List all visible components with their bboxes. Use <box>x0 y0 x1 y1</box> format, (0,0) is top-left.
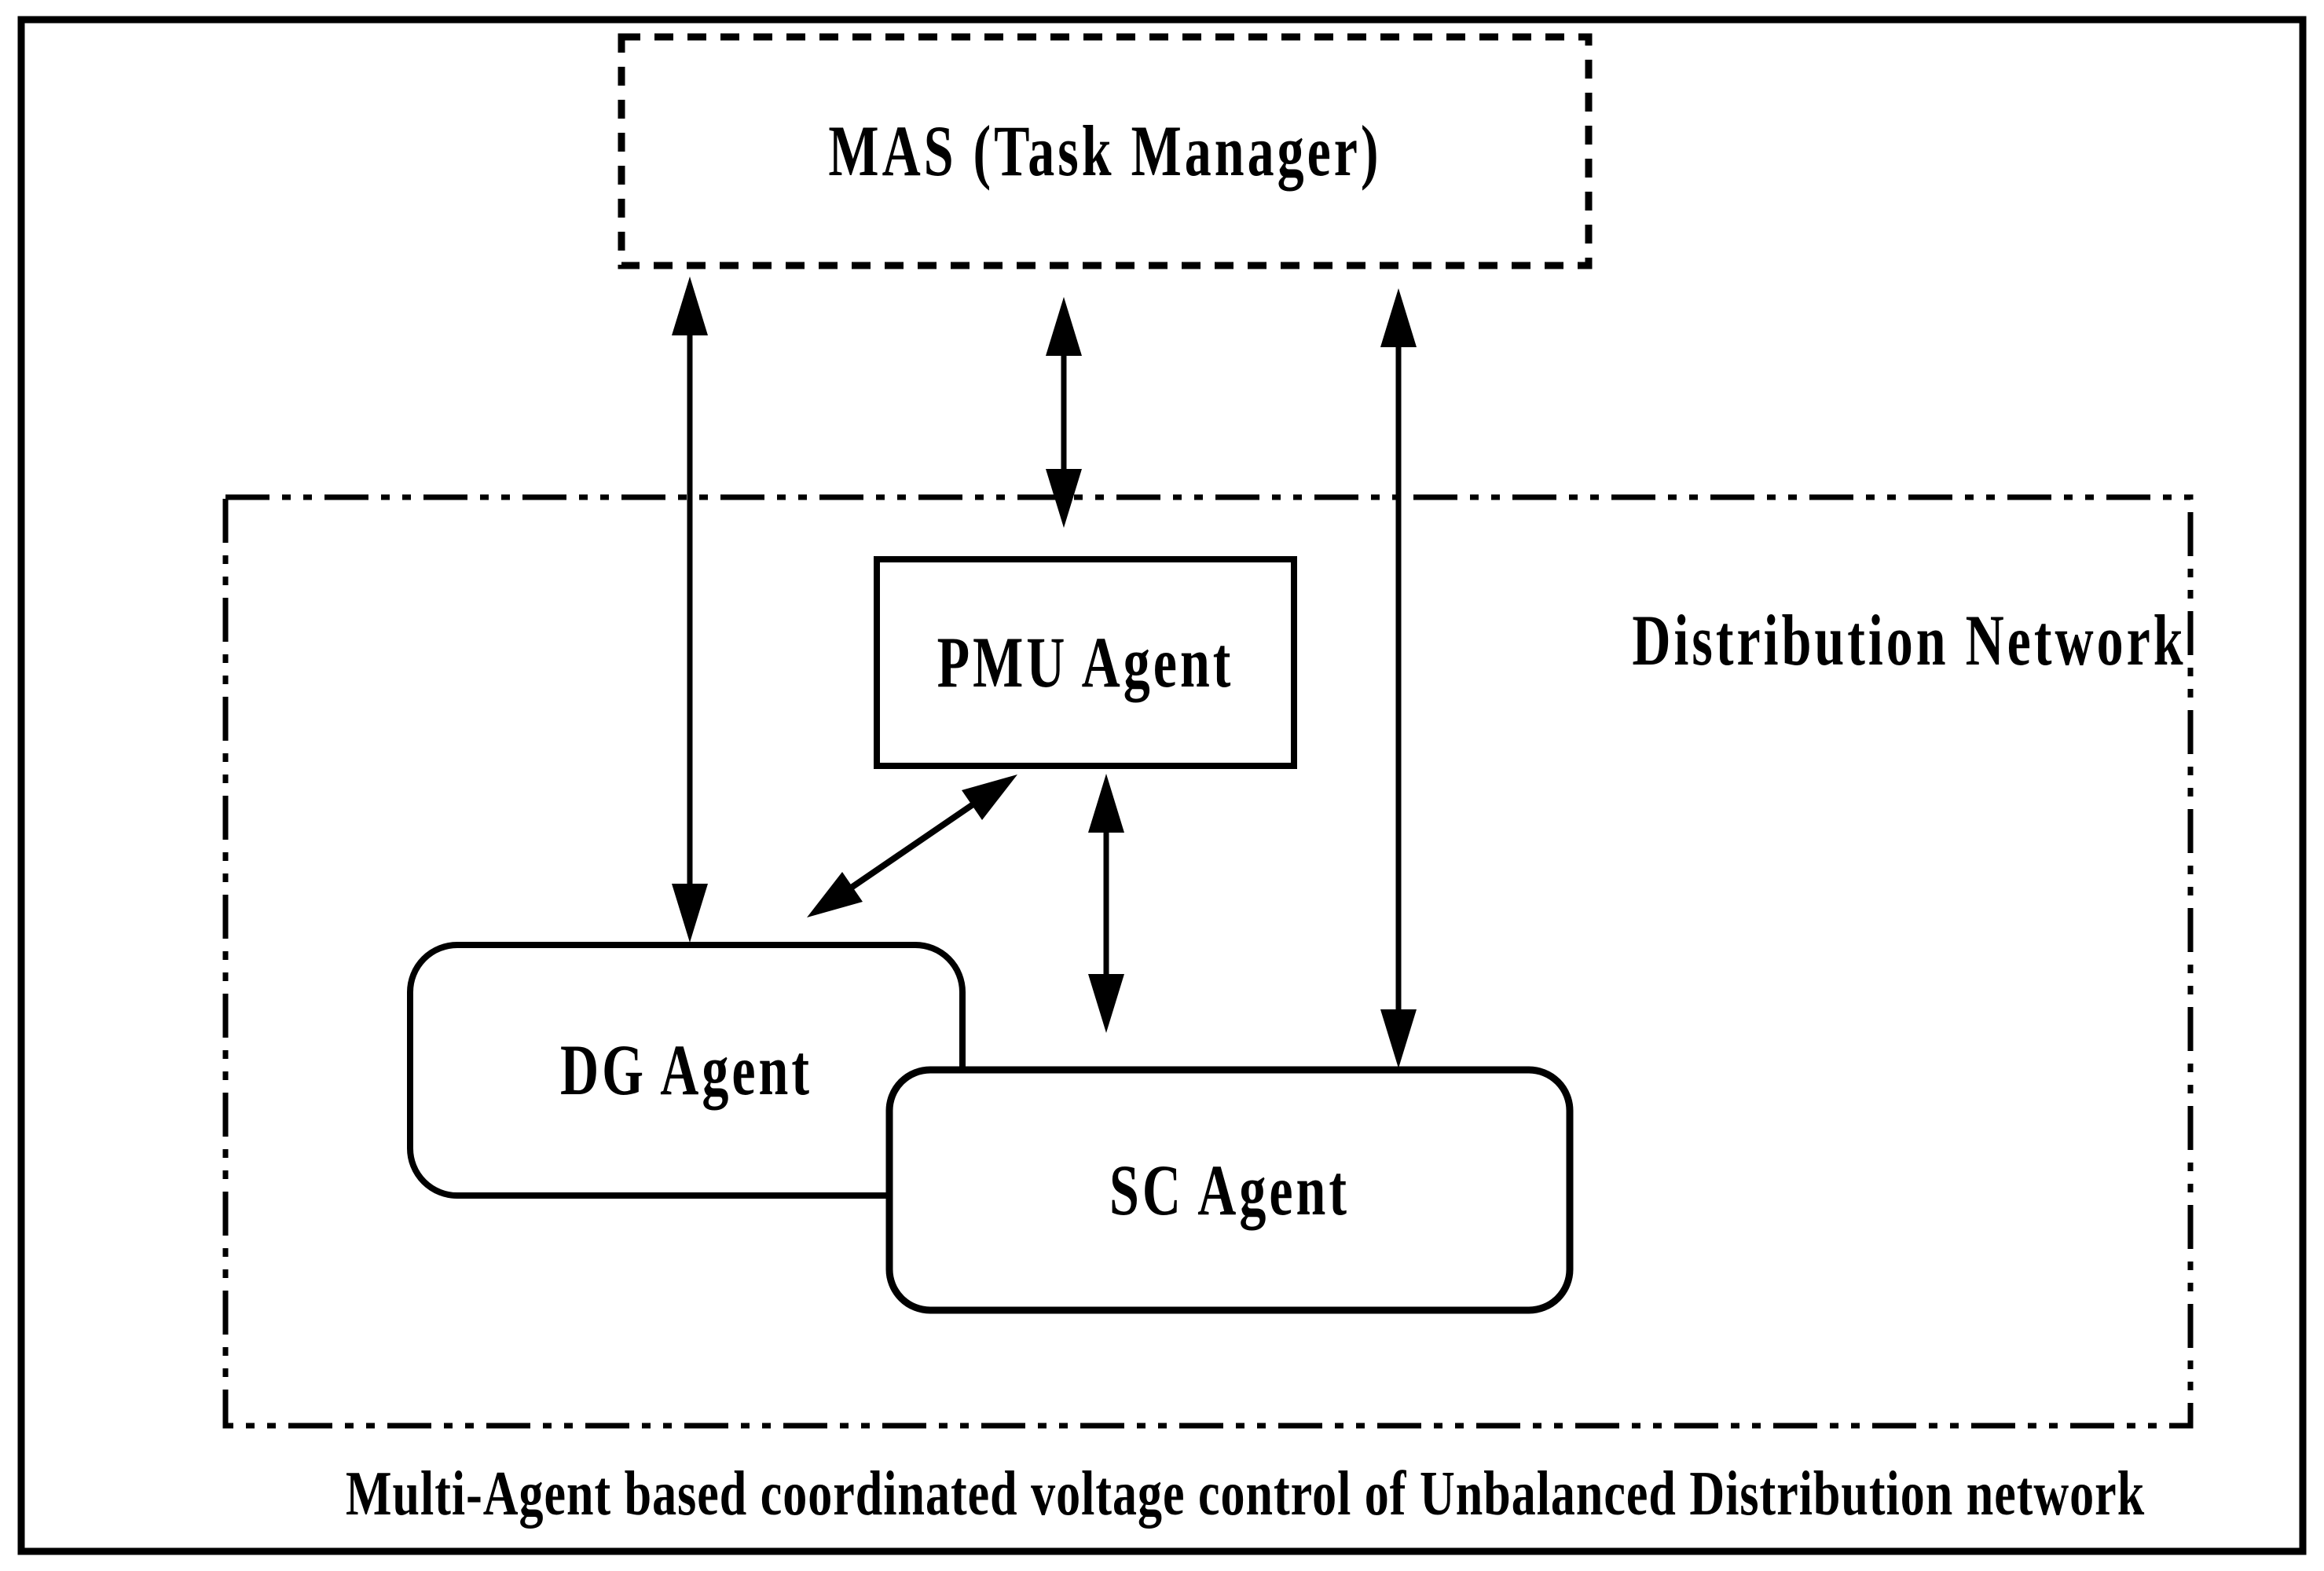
arrow-mas-dg <box>672 276 708 943</box>
distribution-network-box <box>222 494 2194 1429</box>
outer-border <box>17 16 2307 1555</box>
arrowhead-down-icon <box>1088 974 1124 1033</box>
arrowhead-downleft-icon <box>807 872 863 917</box>
mas-task-manager-box <box>618 33 1593 269</box>
arrow-pmu-dg <box>807 775 1017 917</box>
arrowhead-upright-icon <box>962 775 1017 820</box>
arrowhead-up-icon <box>672 276 708 335</box>
arrowhead-down-icon <box>1380 1009 1417 1068</box>
arrowhead-up-icon <box>1046 297 1082 356</box>
dg-agent-box <box>407 942 966 1199</box>
arrow-mas-sc <box>1380 288 1417 1068</box>
arrow-pmu-sc <box>1088 774 1124 1033</box>
pmu-agent-box <box>874 556 1297 769</box>
arrow-mas-distribution-network <box>1046 297 1082 528</box>
arrowhead-down-icon <box>1046 469 1082 528</box>
arrowhead-up-icon <box>1088 774 1124 833</box>
sc-agent-box <box>885 1066 1574 1314</box>
arrowhead-up-icon <box>1380 288 1417 347</box>
arrowhead-down-icon <box>672 884 708 943</box>
